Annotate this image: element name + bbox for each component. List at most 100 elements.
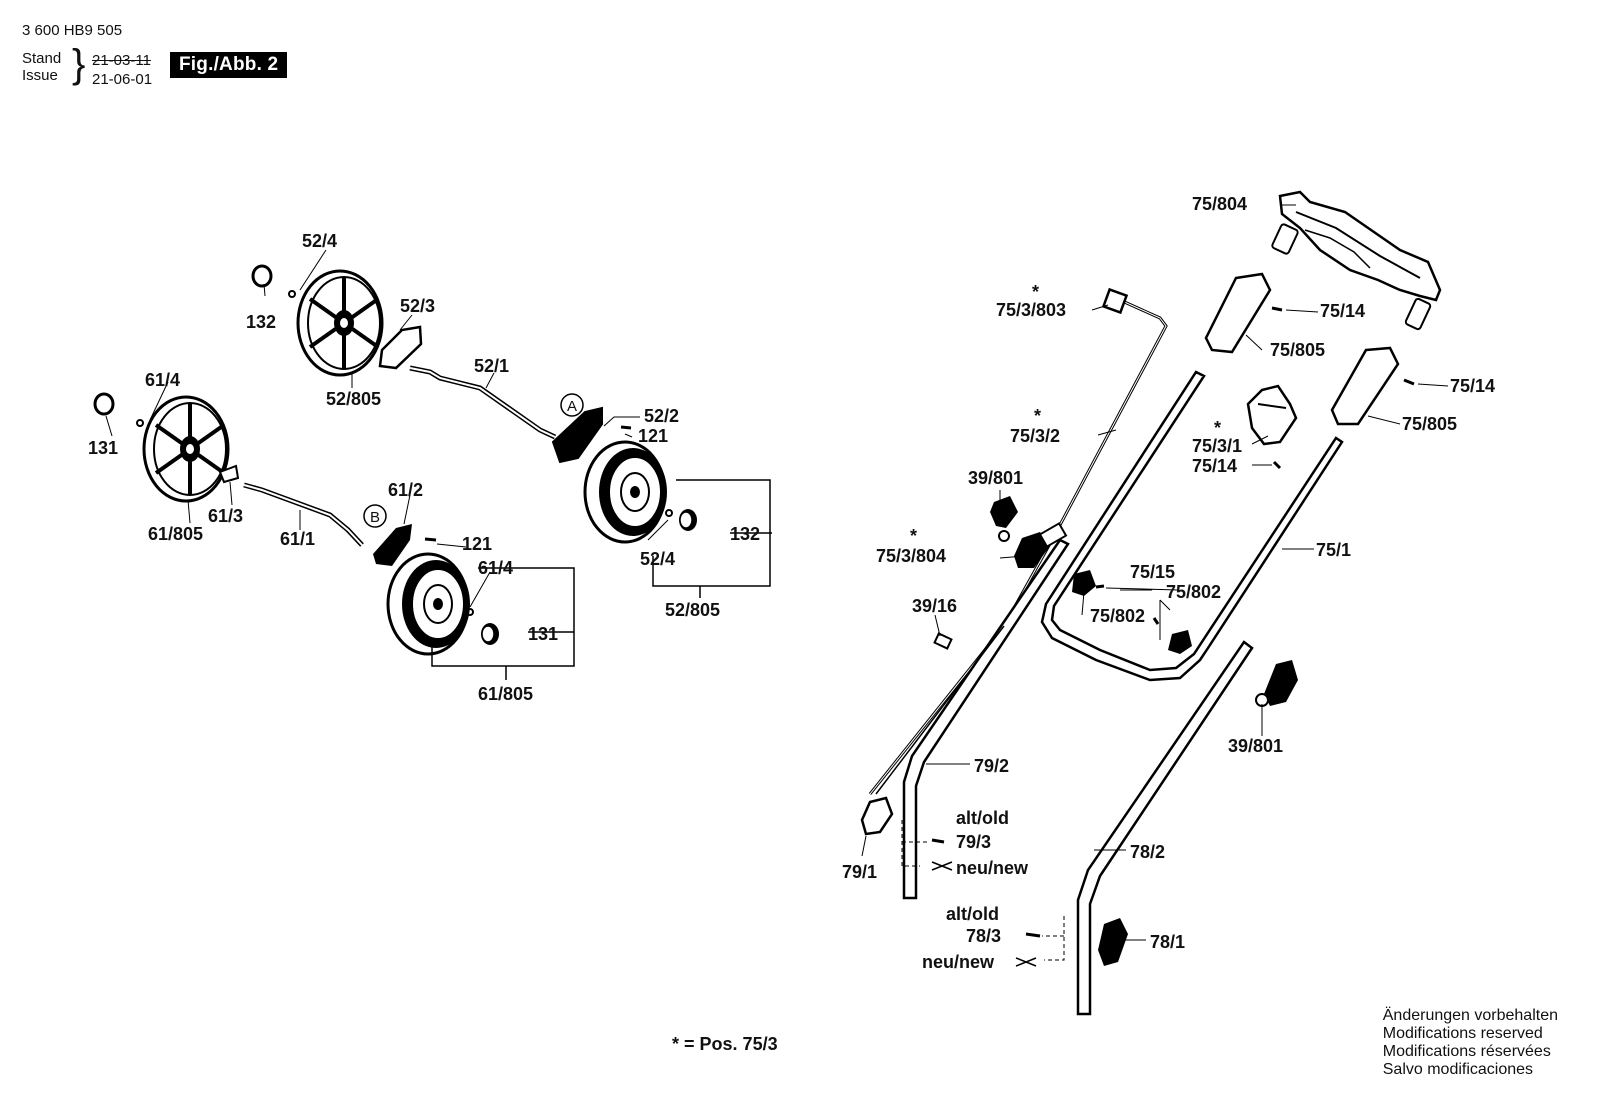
- label-52-2: 52/2: [644, 406, 679, 426]
- label-61-805-b: 61/805: [478, 684, 533, 704]
- label-61-805: 61/805: [148, 524, 203, 544]
- wheel-61-assembly: [93, 392, 499, 656]
- upper-tube-75-1: [1040, 370, 1344, 682]
- washer-52-4: [288, 290, 296, 298]
- lower-tube-78-2: [1076, 640, 1254, 1016]
- group-bracket-61-805: [431, 567, 575, 667]
- wheel-52-805: [296, 269, 384, 377]
- group-bracket-52-805: [652, 479, 771, 587]
- rivet-78-3-new: [1015, 957, 1037, 967]
- stand-label: Stand: [22, 50, 62, 67]
- issue-label: Issue: [22, 67, 58, 84]
- footnote-text: = Pos. 75/3: [684, 1034, 778, 1054]
- handle-bar-75-804: [1278, 190, 1442, 302]
- label-neu-new-a: neu/new: [956, 858, 1029, 878]
- lever-75-3-1: [1246, 384, 1298, 446]
- bracket-52-3: [378, 325, 423, 370]
- callout-b: [363, 504, 387, 528]
- label-61-1: 61/1: [280, 529, 315, 549]
- label-75-802-a: 75/802: [1166, 582, 1221, 602]
- leader-lines-left: [105, 249, 669, 608]
- label-52-3: 52/3: [400, 296, 435, 316]
- label-121-b: 121: [462, 534, 492, 554]
- pin-61-3: [218, 464, 240, 484]
- label-39-801-a: 39/801: [968, 468, 1023, 488]
- label-52-805-b: 52/805: [665, 600, 720, 620]
- screw-78-3: [1025, 932, 1041, 938]
- label-79-1: 79/1: [842, 862, 877, 882]
- label-39-801-b: 39/801: [1228, 736, 1283, 756]
- footnote-star: *: [672, 1034, 680, 1054]
- hub-cap-132: [251, 264, 273, 288]
- label-alt-old-b: alt/old: [946, 904, 999, 924]
- date-new: 21-06-01: [92, 71, 153, 88]
- label-75-804: 75/804: [1192, 194, 1247, 214]
- bracket-52-2: [551, 406, 603, 464]
- label-39-16: 39/16: [912, 596, 957, 616]
- label-78-3: 78/3: [966, 926, 1001, 946]
- label-131-b: 131: [528, 624, 558, 644]
- document-number: 3 600 HB9 505: [22, 22, 123, 39]
- label-52-4-b: 52/4: [640, 549, 675, 569]
- callout-a-label: A: [567, 398, 577, 415]
- cable-guide-75-3-804: [1014, 532, 1050, 568]
- label-star-a: *: [1032, 282, 1039, 302]
- screw-121-b: [424, 537, 437, 542]
- clip-78-1: [1098, 918, 1128, 966]
- label-75-3-803: 75/3/803: [996, 300, 1066, 320]
- label-star-b: *: [1214, 418, 1221, 438]
- wheel-61-805-front: [386, 552, 472, 656]
- leader-lines-right: [861, 204, 1449, 961]
- label-78-2: 78/2: [1130, 842, 1165, 862]
- label-75-14-b: 75/14: [1450, 376, 1495, 396]
- label-52-4: 52/4: [302, 231, 337, 251]
- axle-52-1: [409, 365, 557, 440]
- wheel-52-805-front: [583, 440, 669, 544]
- label-61-4-b: 61/4: [478, 558, 513, 578]
- figure-label: Fig./Abb. 2: [170, 52, 288, 78]
- date-old: 21-03-11: [92, 52, 151, 69]
- screw-121-a: [620, 425, 632, 430]
- label-75-3-804: 75/3/804: [876, 546, 946, 566]
- modifications-line-de: Änderungen vorbehalten: [1382, 1007, 1558, 1024]
- clamp-39-801-a: [990, 496, 1018, 528]
- modifications-line-es: Salvo modificaciones: [1382, 1061, 1534, 1078]
- tube-cap-75-805-b: [1330, 346, 1400, 426]
- label-132: 132: [246, 312, 276, 332]
- label-75-15: 75/15: [1130, 562, 1175, 582]
- modifications-line-en: Modifications reserved: [1382, 1025, 1543, 1042]
- clamp-39-801-b: [1264, 660, 1298, 706]
- label-alt-old-a: alt/old: [956, 808, 1009, 828]
- knob-75-802-b: [1168, 630, 1192, 654]
- label-121-a: 121: [638, 426, 668, 446]
- star-footnote: * = Pos. 75/3: [672, 1034, 778, 1055]
- cable-clip-75-3-803: [1101, 287, 1129, 315]
- label-61-4: 61/4: [145, 370, 180, 390]
- hub-cap-131: [93, 392, 115, 416]
- rivet-79-3-new: [931, 861, 953, 871]
- label-neu-new-b: neu/new: [922, 952, 995, 972]
- label-75-1: 75/1: [1316, 540, 1351, 560]
- wheel-61-805: [142, 395, 230, 503]
- knob-75-802-a: [1072, 570, 1096, 596]
- label-79-2: 79/2: [974, 756, 1009, 776]
- clip-79-1: [860, 796, 894, 836]
- label-61-2: 61/2: [388, 480, 423, 500]
- tube-cap-75-805-a: [1204, 272, 1272, 354]
- label-75-3-1: 75/3/1: [1192, 436, 1242, 456]
- label-star-d: *: [910, 526, 917, 546]
- label-75-14-a: 75/14: [1320, 301, 1365, 321]
- modifications-line-fr: Modifications réservées: [1382, 1043, 1551, 1060]
- label-star-c: *: [1034, 406, 1041, 426]
- label-52-805: 52/805: [326, 389, 381, 409]
- label-75-805-a: 75/805: [1270, 340, 1325, 360]
- label-52-1: 52/1: [474, 356, 509, 376]
- callout-b-label: B: [370, 509, 380, 526]
- label-131: 131: [88, 438, 118, 458]
- wheel-52-assembly: [251, 264, 697, 544]
- middle-tube-79-2: [902, 538, 1070, 900]
- modifications-note: Änderungen vorbehalten Modifications res…: [1383, 1007, 1558, 1079]
- brace-icon: }: [72, 42, 86, 86]
